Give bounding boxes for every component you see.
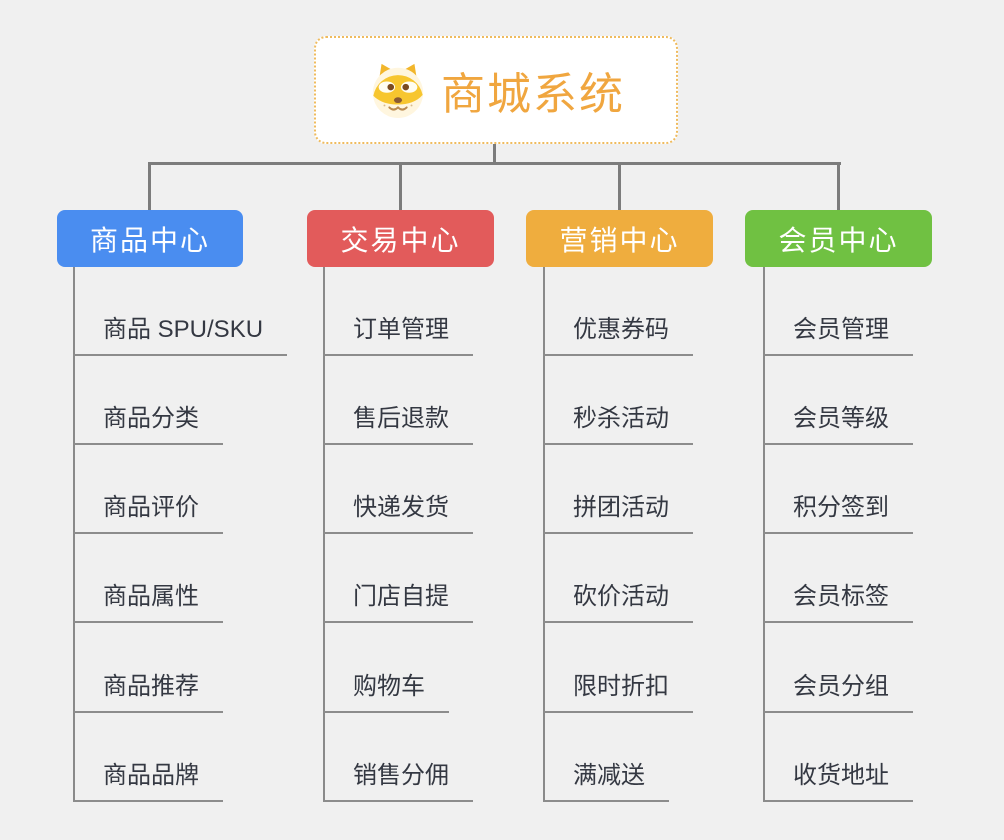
leaf-node[interactable]: 会员分组 <box>763 673 913 713</box>
leaf-node[interactable]: 商品品牌 <box>73 762 223 802</box>
branch-drop-connector <box>618 162 621 210</box>
child-trunk-connector <box>543 267 545 801</box>
leaf-node[interactable]: 限时折扣 <box>543 673 693 713</box>
leaf-node[interactable]: 销售分佣 <box>323 762 473 802</box>
branch-node-marketing-center[interactable]: 营销中心 <box>526 210 713 267</box>
root-title: 商城系统 <box>441 70 625 119</box>
leaf-node[interactable]: 积分签到 <box>763 494 913 534</box>
leaf-node[interactable]: 商品推荐 <box>73 673 223 713</box>
leaf-node[interactable]: 会员等级 <box>763 405 913 445</box>
leaf-node[interactable]: 商品评价 <box>73 494 223 534</box>
leaf-node[interactable]: 满减送 <box>543 762 669 802</box>
root-node[interactable]: 商城系统 <box>314 36 678 144</box>
leaf-node[interactable]: 快递发货 <box>323 494 473 534</box>
branch-drop-connector <box>399 162 402 210</box>
branch-node-product-center[interactable]: 商品中心 <box>57 210 243 267</box>
branch-label: 会员中心 <box>778 224 899 256</box>
leaf-node[interactable]: 商品 SPU/SKU <box>73 316 288 356</box>
leaf-node[interactable]: 拼团活动 <box>543 494 693 534</box>
branch-drop-connector <box>148 162 151 210</box>
leaf-node[interactable]: 收货地址 <box>763 762 913 802</box>
branch-rail-connector <box>149 162 841 165</box>
leaf-node[interactable]: 商品分类 <box>73 405 223 445</box>
branch-drop-connector <box>837 162 840 210</box>
branch-label: 商品中心 <box>89 224 210 256</box>
branch-label: 营销中心 <box>559 224 680 256</box>
leaf-node[interactable]: 砍价活动 <box>543 583 693 623</box>
dog-face-icon <box>372 63 424 119</box>
child-trunk-connector <box>73 267 75 801</box>
leaf-node[interactable]: 购物车 <box>323 673 449 713</box>
root-stem-connector <box>493 144 496 164</box>
leaf-node[interactable]: 订单管理 <box>323 316 473 356</box>
leaf-node[interactable]: 会员管理 <box>763 316 913 356</box>
leaf-node[interactable]: 售后退款 <box>323 405 473 445</box>
child-trunk-connector <box>323 267 325 801</box>
branch-node-member-center[interactable]: 会员中心 <box>745 210 932 267</box>
leaf-node[interactable]: 门店自提 <box>323 583 473 623</box>
leaf-node[interactable]: 优惠券码 <box>543 316 693 356</box>
leaf-node[interactable]: 商品属性 <box>73 583 223 623</box>
leaf-node[interactable]: 秒杀活动 <box>543 405 693 445</box>
branch-label: 交易中心 <box>340 224 461 256</box>
branch-node-trade-center[interactable]: 交易中心 <box>307 210 494 267</box>
leaf-node[interactable]: 会员标签 <box>763 583 913 623</box>
child-trunk-connector <box>763 267 765 801</box>
